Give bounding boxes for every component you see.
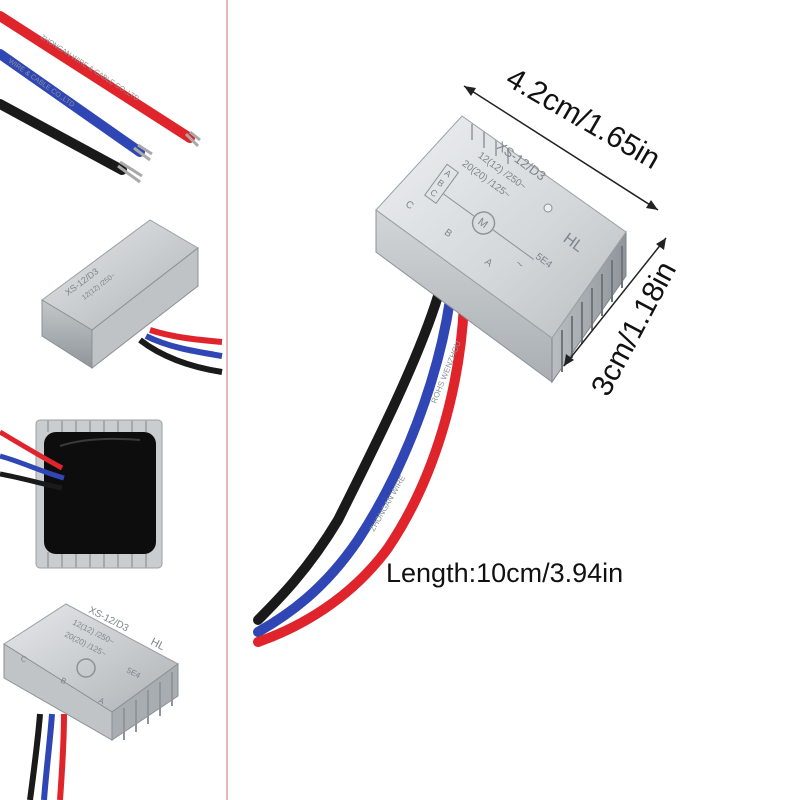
thumbnail-module-back[interactable] — [0, 419, 163, 569]
thumbnail-module-side[interactable]: XS-12/D3 12(12) /250~ — [41, 219, 223, 375]
thumbnail-wires[interactable]: ZHONGAN WIRE & CABLE CO.,LTD WIRE & CABL… — [0, 11, 201, 184]
motor-symbol — [471, 211, 496, 235]
black-wire — [253, 291, 443, 625]
wire-print-blue: WIRE & CABLE CO.,LTD — [7, 58, 76, 109]
relay-module: XS-12/D3 12(12) /250~ 20(20) /125~ HL 5E… — [375, 115, 627, 384]
pin-box — [424, 163, 460, 205]
red-wire — [253, 299, 469, 647]
thumbnail-module-front[interactable]: XS-12/D3 12(12) /250~ 20(20) /125~ HL 5E… — [3, 603, 179, 800]
heat-sink-fins — [561, 246, 623, 372]
thumb-front-brand: HL — [149, 636, 167, 653]
pin-box-c: C — [428, 187, 440, 199]
pin-box-a: A — [442, 168, 453, 180]
length-label: Length:10cm/3.94in — [386, 558, 624, 588]
main-photo: ROHS WENZHOU ZHONGAN WIRE — [228, 0, 800, 800]
wire-bundle: ROHS WENZHOU ZHONGAN WIRE — [253, 291, 469, 647]
thumb-front-pin-a: A — [97, 696, 106, 707]
divider — [226, 0, 228, 800]
thumb-motor-symbol — [76, 658, 96, 678]
thumb-front-pin-b: B — [59, 676, 68, 686]
blue-wire — [253, 295, 455, 637]
thumb-front-pin-c: C — [19, 654, 28, 665]
pin-box-b: B — [435, 177, 446, 189]
rivet — [543, 203, 553, 213]
thumbnail-strip: ZHONGAN WIRE & CABLE CO.,LTD WIRE & CABL… — [0, 0, 226, 800]
